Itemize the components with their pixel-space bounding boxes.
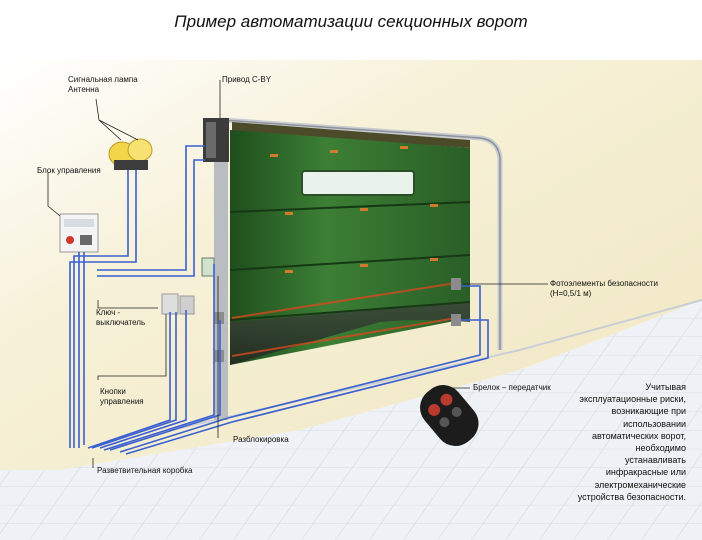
signal-lamp [109, 139, 152, 170]
label-photocells-line1: Фотоэлементы безопасности [550, 279, 658, 289]
label-key-switch-line2: выключатель [96, 318, 145, 328]
note-line: необходимо [560, 442, 686, 454]
label-drive: Привод C-BY [222, 75, 271, 85]
label-control-buttons: Кнопки управления [100, 387, 144, 407]
label-photocells: Фотоэлементы безопасности (H=0,5/1 м) [550, 279, 658, 299]
safety-note: Учитывая эксплуатационные риски, возника… [560, 381, 686, 503]
label-junction-box: Разветвительная коробка [97, 466, 192, 476]
diagram-title: Пример автоматизации секционных ворот [0, 12, 702, 32]
label-control-buttons-line1: Кнопки [100, 387, 144, 397]
note-line: устанавливать [560, 454, 686, 466]
door-window [302, 171, 414, 195]
photocell-right-low [451, 314, 461, 326]
note-line: Учитывая [560, 381, 686, 393]
control-unit [60, 214, 98, 252]
note-line: устройства безопасности. [560, 491, 686, 503]
note-line: автоматических ворот, [560, 430, 686, 442]
photocell-left-low [214, 350, 224, 362]
note-line: использовании [560, 418, 686, 430]
label-release: Разблокировка [233, 435, 289, 445]
label-key-switch: Ключ - выключатель [96, 308, 145, 328]
label-control-buttons-line2: управления [100, 397, 144, 407]
photocell-right [451, 278, 461, 290]
note-line: инфракрасные или [560, 466, 686, 478]
photocell-left [214, 312, 224, 324]
label-signal-lamp-line2: Антенна [68, 85, 138, 95]
key-switch [162, 294, 194, 314]
label-remote: Брелок – передатчик [473, 383, 551, 393]
label-key-switch-line1: Ключ - [96, 308, 145, 318]
label-control-unit: Блок управления [37, 166, 101, 176]
label-signal-lamp-line1: Сигнальная лампа [68, 75, 138, 85]
label-photocells-line2: (H=0,5/1 м) [550, 289, 658, 299]
note-line: электромеханические [560, 479, 686, 491]
label-signal-lamp: Сигнальная лампа Антенна [68, 75, 138, 95]
drive-unit-front [206, 122, 216, 158]
release-device [202, 258, 214, 276]
door-frame-left [214, 120, 228, 420]
note-line: возникающие при [560, 405, 686, 417]
note-line: эксплуатационные риски, [560, 393, 686, 405]
